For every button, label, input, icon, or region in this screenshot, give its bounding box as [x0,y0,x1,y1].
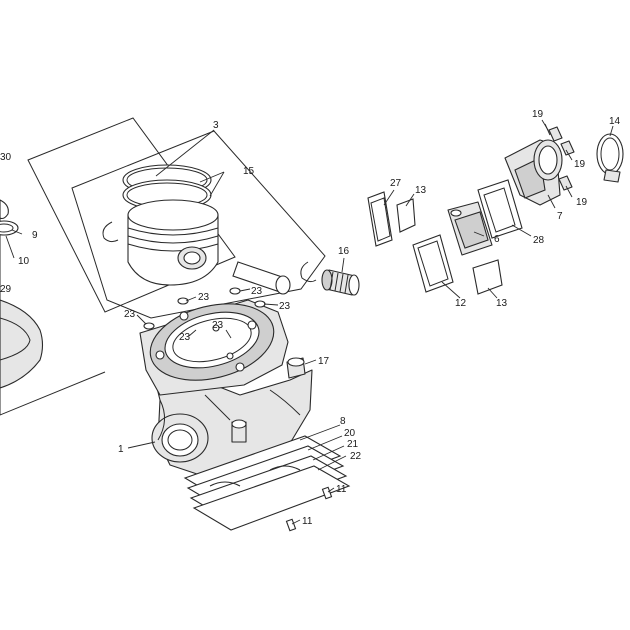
callout-20: 20 [344,428,356,439]
callout-19-a: 19 [532,109,544,120]
callout-19-b: 19 [574,159,586,170]
callout-16: 16 [338,246,350,257]
callout-21: 21 [347,439,359,450]
gasket-12 [412,234,454,293]
callout-15: 15 [243,166,255,177]
reed-block-gasket-27 [367,191,393,247]
callout-22: 22 [350,451,362,462]
callout-11-a: 11 [336,484,347,495]
callout-27: 27 [390,178,402,189]
callout-1: 1 [118,444,124,455]
needle-bearing [321,269,360,296]
callout-3: 3 [213,120,219,131]
callout-13-a: 13 [415,185,427,196]
circlips [102,221,317,283]
callout-23-b: 23 [251,286,263,297]
gasket-28 [477,179,523,239]
piston-pin [232,261,291,295]
callout-19-c: 19 [576,197,588,208]
fitting [286,357,306,379]
callout-23-d: 23 [124,309,136,320]
piston [127,199,219,286]
dowel-pins [285,486,333,532]
callout-23-a: 23 [198,292,210,303]
callout-8: 8 [340,416,346,427]
callout-11-b: 11 [302,516,313,527]
callout-30: 30 [0,152,12,163]
callout-28: 28 [533,235,545,246]
reed-petal-13b [472,259,503,295]
callouts: 30 3 15 9 10 29 16 23 23 23 23 23 23 17 … [0,109,621,527]
callout-17: 17 [318,356,330,367]
callout-29: 29 [0,284,12,295]
callout-23-f: 23 [212,320,224,331]
callout-10: 10 [18,256,30,267]
leader-lines [5,119,614,525]
callout-23-e: 23 [179,332,191,343]
callout-7: 7 [557,211,563,222]
callout-23-c: 23 [279,301,291,312]
reed-petal-13a [396,198,416,233]
piston-kit-frame [27,117,326,319]
hose-clamp-14 [596,133,624,183]
callout-6: 6 [494,234,500,245]
base-gaskets [183,435,351,531]
intake-manifold-7 [504,139,563,206]
reed-block-6 [447,201,493,256]
callout-12: 12 [455,298,467,309]
callout-13-b: 13 [496,298,508,309]
screws-19 [544,123,575,191]
callout-9: 9 [32,230,38,241]
callout-14: 14 [609,116,621,127]
left-assembly-partial [0,199,106,416]
